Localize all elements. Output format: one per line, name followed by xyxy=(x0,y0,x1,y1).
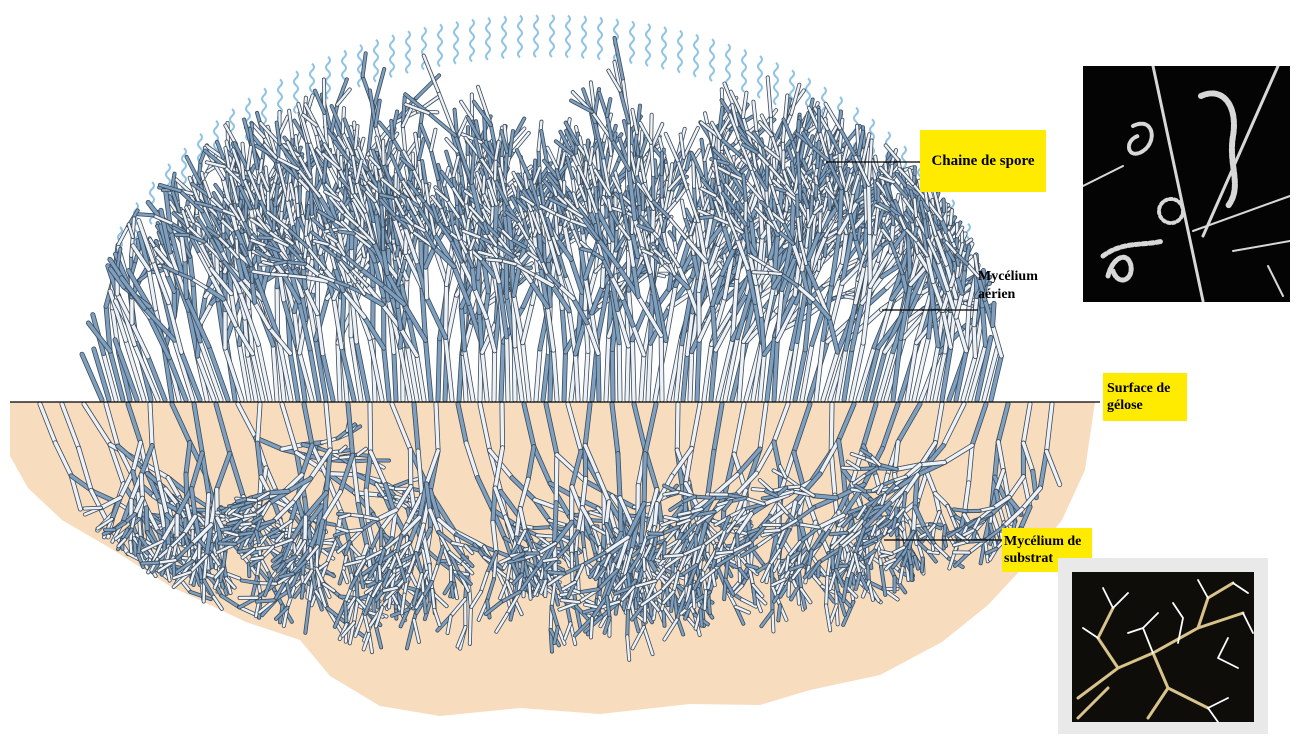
substrate-mycelium-micrograph-icon xyxy=(1058,558,1268,734)
aerial-mycelium xyxy=(82,38,1001,400)
label-chaine-de-spore: Chaine de spore xyxy=(920,130,1046,192)
label-mycelium-aerien: Mycélium aérien xyxy=(978,268,1078,300)
aerial-spore-chain-micrograph-icon xyxy=(1083,66,1290,302)
label-surface-de-gelose: Surface de gélose xyxy=(1103,373,1187,421)
